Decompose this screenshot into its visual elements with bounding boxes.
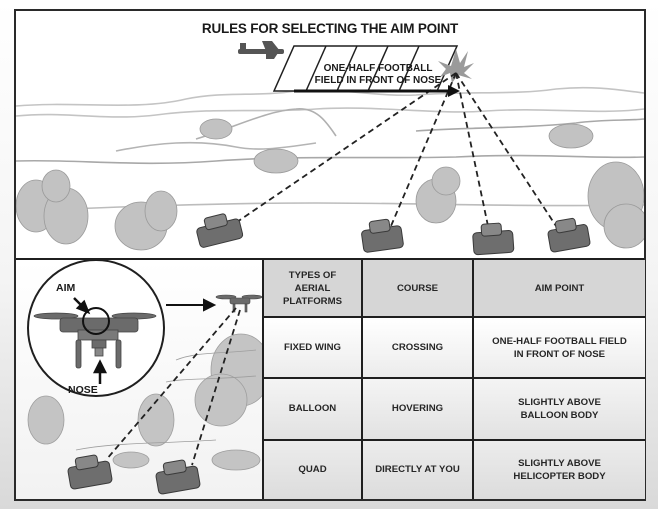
aim-line: ONE-HALF FOOTBALL FIELD [492, 335, 627, 347]
quadcopter-small-icon [215, 294, 262, 313]
cell-aim-point: SLIGHTLY ABOVE BALLOON BODY [472, 377, 645, 441]
fixed-wing-drone-icon [238, 41, 284, 59]
top-scene-illustration [16, 41, 644, 256]
cell-platform: FIXED WING [262, 315, 363, 380]
header-platform-types: TYPES OF AERIAL PLATFORMS [262, 260, 363, 318]
half-football-field [272, 45, 459, 92]
aim-label: AIM [56, 282, 76, 294]
hills [16, 86, 644, 212]
table-header-row: TYPES OF AERIAL PLATFORMS COURSE AIM POI… [262, 260, 645, 318]
aim-line: SLIGHTLY ABOVE [518, 396, 601, 408]
line-of-fire [105, 307, 241, 466]
cell-course: HOVERING [361, 377, 474, 441]
header-course: COURSE [361, 260, 474, 318]
tanks [67, 454, 201, 495]
arrow-head [294, 85, 460, 97]
diagram-frame: RULES FOR SELECTING THE AIM POINT ONE-HA… [14, 9, 646, 501]
cell-course: CROSSING [361, 315, 474, 380]
aim-arrow-icon [73, 297, 91, 315]
diagram-title: RULES FOR SELECTING THE AIM POINT [201, 21, 459, 36]
cell-platform: BALLOON [262, 377, 363, 441]
table-row: BALLOON HOVERING SLIGHTLY ABOVE BALLOON … [262, 377, 645, 441]
tank-icon [67, 454, 113, 490]
aim-circle [82, 307, 110, 335]
arrow-label-line-1: ONE-HALF FOOTBALL [323, 63, 433, 74]
aim-line: HELICOPTER BODY [513, 470, 606, 482]
table-row: FIXED WING CROSSING ONE-HALF FOOTBALL FI… [262, 315, 645, 380]
impact-burst-icon [438, 49, 474, 83]
tank-icon [472, 222, 515, 256]
quad-scene-illustration [27, 260, 262, 495]
header-line: PLATFORMS [283, 295, 342, 307]
nose-arrow-icon [92, 359, 108, 384]
aim-line: SLIGHTLY ABOVE [518, 457, 601, 469]
arrow-head-icon [448, 85, 460, 97]
quadcopter-icon [33, 312, 157, 369]
aim-line: IN FRONT OF NOSE [513, 348, 606, 360]
inset-pointer-arrow-icon [166, 298, 217, 312]
cell-aim-point: SLIGHTLY ABOVE HELICOPTER BODY [472, 438, 645, 499]
header-aim-point: AIM POINT [472, 260, 645, 318]
tank-icon [361, 218, 404, 253]
tank-icon [155, 459, 201, 495]
quad-magnified-inset [27, 260, 217, 397]
aim-point-table: TYPES OF AERIAL PLATFORMS COURSE AIM POI… [262, 260, 645, 499]
line-of-fire [230, 72, 557, 227]
arrow-label-line-2: FIELD IN FRONT OF NOSE [314, 75, 442, 86]
quad-scene: AIM NOSE [16, 260, 262, 499]
aim-line: BALLOON BODY [520, 409, 599, 421]
cell-platform: QUAD [262, 438, 363, 499]
tank-icon [196, 213, 244, 248]
top-scene: RULES FOR SELECTING THE AIM POINT ONE-HA… [16, 11, 644, 258]
tank-icon [547, 217, 591, 253]
trees [16, 118, 644, 251]
tanks [196, 213, 591, 256]
arrow-label: ONE-HALF FOOTBALL FIELD IN FRONT OF NOSE [278, 63, 478, 87]
header-line: TYPES OF [288, 269, 337, 281]
table-row: QUAD DIRECTLY AT YOU SLIGHTLY ABOVE HELI… [262, 438, 645, 499]
section-divider [16, 258, 644, 260]
background-trees [27, 333, 262, 471]
header-line: AERIAL [294, 282, 331, 294]
nose-label: NOSE [68, 384, 98, 396]
cell-course: DIRECTLY AT YOU [361, 438, 474, 499]
cell-aim-point: ONE-HALF FOOTBALL FIELD IN FRONT OF NOSE [472, 315, 645, 380]
